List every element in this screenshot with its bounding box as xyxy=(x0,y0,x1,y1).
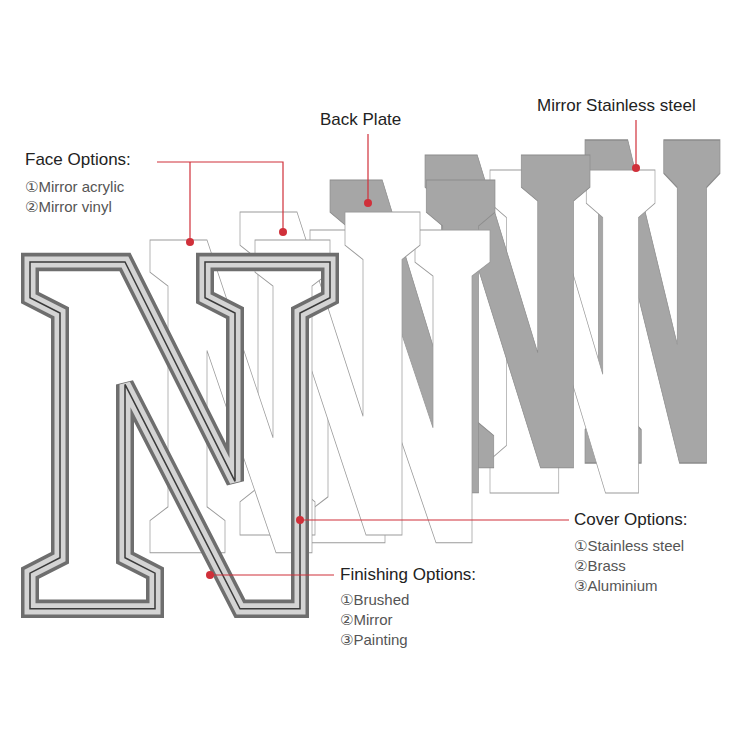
option-text: ②Brass xyxy=(574,557,626,574)
front-cover xyxy=(30,262,330,609)
callout-heading: Mirror Stainless steel xyxy=(537,96,696,116)
option-text: ②Mirror xyxy=(340,611,393,628)
option-text: ①Stainless steel xyxy=(574,537,684,554)
leader-lines xyxy=(157,120,636,575)
callout-heading: Face Options: xyxy=(25,150,131,170)
option-text: ①Mirror acrylic xyxy=(25,178,124,195)
leader-dots xyxy=(186,164,640,579)
callout-heading: Back Plate xyxy=(320,110,401,130)
option-text: ②Mirror vinyl xyxy=(25,198,112,215)
callout-heading: Cover Options: xyxy=(574,510,687,530)
option-text: ③Aluminium xyxy=(574,577,657,594)
option-text: ①Brushed xyxy=(340,591,409,608)
option-text: ③Painting xyxy=(340,631,408,648)
callout-heading: Finishing Options: xyxy=(340,565,476,585)
